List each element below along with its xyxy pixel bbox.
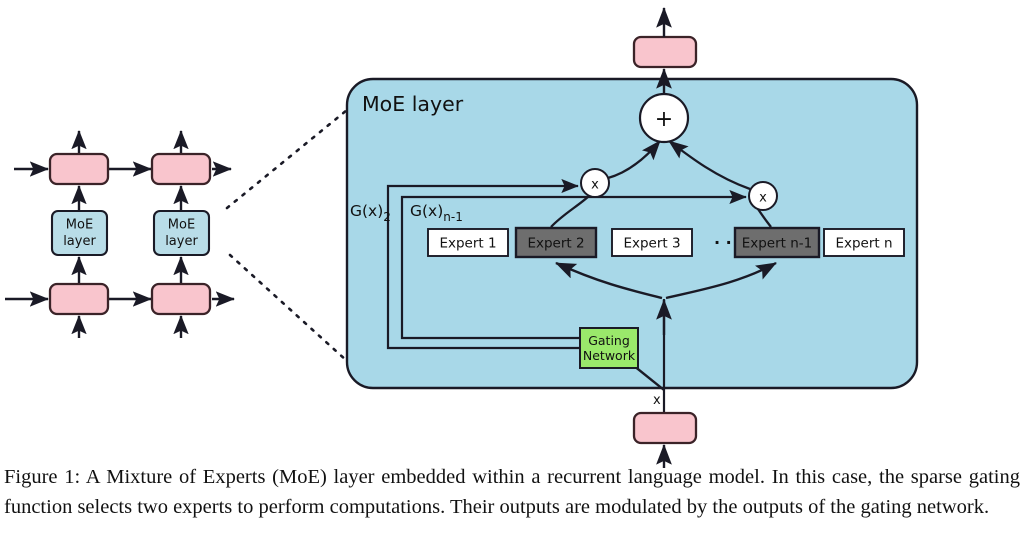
- expert-box-1[interactable]: [427, 228, 509, 257]
- gate-weight-n-1-label: G(x)n-1: [410, 202, 463, 224]
- rnn-cell2-moe-label-line2: layer: [165, 234, 198, 249]
- moe-layer-title: MoE layer: [362, 92, 464, 116]
- rnn-unrolled-diagram: MoE layer MoE layer: [5, 130, 235, 338]
- expert-label-3: Expert 3: [623, 236, 680, 252]
- expert-box-2[interactable]: [514, 226, 598, 259]
- rnn-cell1-bottom-block[interactable]: [48, 282, 110, 316]
- expert-label-2: Expert 2: [527, 236, 584, 252]
- gate-weight-labels: G(x)2 G(x)n-1: [350, 202, 463, 224]
- sum-node-symbol: +: [655, 107, 673, 132]
- expert-label-n: Expert n: [835, 236, 892, 252]
- zoom-connector-lower: [228, 253, 349, 363]
- input-x-label: x: [653, 393, 661, 408]
- dispatch-to-expert-2: [555, 261, 663, 300]
- figure-caption-label: Figure 1:: [4, 466, 81, 488]
- expert-output-curves: [550, 195, 772, 228]
- gate-weight-routing: [386, 178, 747, 350]
- moe-figure-svg: MoE layer MoE layer MoE layer G(x)2: [5, 7, 919, 468]
- rnn-cell2-moe-label-line1: MoE: [168, 218, 195, 233]
- multiply-node-left-symbol: x: [591, 178, 599, 193]
- expert-box-n-1[interactable]: [733, 226, 821, 259]
- rnn-cell1-moe-label-line2: layer: [63, 234, 96, 249]
- gate-path-outer: [386, 178, 580, 350]
- dispatch-to-expert-n-1: [665, 261, 777, 300]
- moe-output-block[interactable]: [632, 35, 698, 69]
- figure-caption: Figure 1: A Mixture of Experts (MoE) lay…: [4, 463, 1020, 522]
- gate-path-inner: [400, 189, 747, 340]
- moe-input-block[interactable]: [632, 411, 698, 445]
- rnn-cell2-top-block[interactable]: [150, 152, 212, 186]
- expert-label-1: Expert 1: [439, 236, 496, 252]
- multiply-left-to-sum: [607, 140, 661, 180]
- expert-2-output-to-multiply: [550, 195, 590, 228]
- figure-caption-text: A Mixture of Experts (MoE) layer embedde…: [4, 466, 1020, 518]
- multiply-right-to-sum: [668, 140, 751, 191]
- gate-weight-2-label: G(x)2: [350, 202, 391, 224]
- expert-n-1-output-to-multiply: [757, 208, 772, 228]
- expert-box-3[interactable]: [611, 228, 693, 257]
- rnn-cell1-moe-block[interactable]: [50, 209, 109, 257]
- rnn-cell2-moe-block[interactable]: [152, 209, 211, 257]
- expert-box-n[interactable]: [823, 228, 905, 257]
- zoom-connector-lines: [225, 108, 349, 363]
- multiply-node-right[interactable]: [748, 181, 778, 211]
- rnn-cell2-bottom-block[interactable]: [150, 282, 212, 316]
- gating-network-box[interactable]: [579, 327, 639, 369]
- gating-network-label-line2: Network: [583, 348, 636, 363]
- gating-network: Gating Network: [579, 327, 639, 369]
- gating-network-label-line1: Gating: [588, 333, 630, 348]
- rnn-cell1-moe-label-line1: MoE: [66, 218, 93, 233]
- multiply-node-left[interactable]: [580, 168, 610, 198]
- expert-label-n-1: Expert n-1: [742, 236, 813, 252]
- multiply-node-right-symbol: x: [759, 191, 767, 206]
- sum-node-group: +: [607, 68, 751, 191]
- multiply-nodes: x x: [580, 168, 778, 211]
- zoom-connector-upper: [225, 108, 349, 210]
- expert-row: Expert 1 Expert 2 Expert 3 · · · Expert …: [427, 226, 905, 259]
- rnn-cell1-top-block[interactable]: [48, 152, 110, 186]
